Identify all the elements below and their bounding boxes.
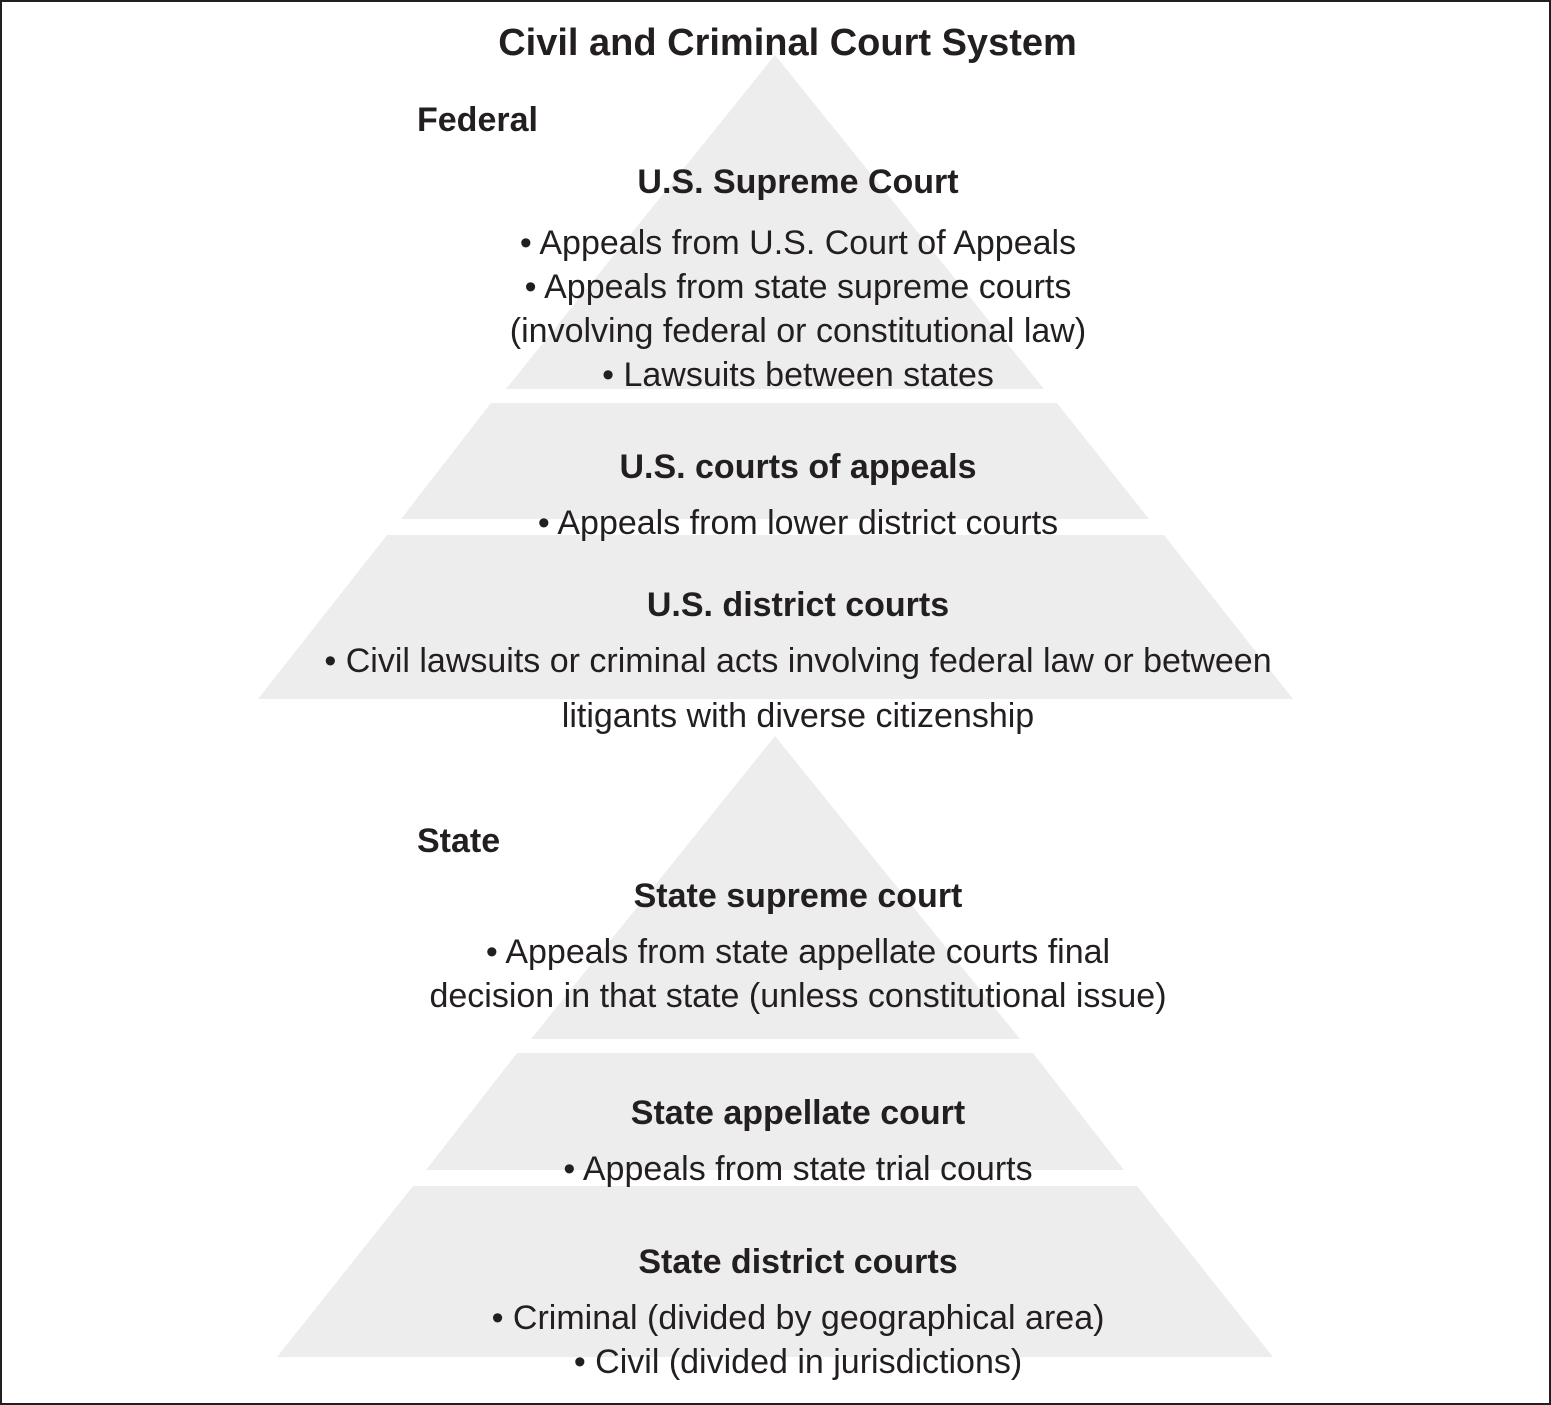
federal-tier-1-shape xyxy=(506,55,1044,389)
state-tier-1-shape xyxy=(531,736,1020,1039)
state-tier-3-shape xyxy=(277,1186,1273,1357)
state-tier-3-line-1: • Criminal (divided by geographical area… xyxy=(491,1299,1105,1337)
state-tier-3-name: State district courts xyxy=(638,1243,958,1281)
federal-tier-1-line-2: • Appeals from state supreme courts xyxy=(524,268,1072,306)
federal-tier-2-line-1: • Appeals from lower district courts xyxy=(537,504,1059,542)
federal-tier-3-name: U.S. district courts xyxy=(646,586,950,624)
state-tier-2-shape xyxy=(426,1053,1124,1170)
federal-tier-3-line-2: litigants with diverse citizenship xyxy=(561,697,1035,735)
federal-label: Federal xyxy=(417,101,538,139)
diagram-title: Civil and Criminal Court System xyxy=(498,22,1077,64)
federal-tier-1-line-3: (involving federal or constitutional law… xyxy=(509,312,1087,350)
state-tier-3-line-2: • Civil (divided in jurisdictions) xyxy=(573,1343,1023,1381)
state-tier-1-name: State supreme court xyxy=(633,877,963,915)
state-tier-1-line-2: decision in that state (unless constitut… xyxy=(429,977,1167,1015)
federal-tier-3-line-1: • Civil lawsuits or criminal acts involv… xyxy=(324,642,1272,680)
federal-tier-2-name: U.S. courts of appeals xyxy=(619,448,977,486)
state-tier-1-line-1: • Appeals from state appellate courts fi… xyxy=(485,933,1111,971)
state-tier-2-line-1: • Appeals from state trial courts xyxy=(563,1150,1033,1188)
federal-tier-1-line-1: • Appeals from U.S. Court of Appeals xyxy=(519,224,1077,262)
state-tier-2-name: State appellate court xyxy=(630,1094,966,1132)
federal-tier-1-name: U.S. Supreme Court xyxy=(637,163,959,201)
federal-tier-2-shape xyxy=(401,403,1149,519)
state-label: State xyxy=(417,822,501,860)
federal-tier-1-line-4: • Lawsuits between states xyxy=(602,356,994,394)
federal-tier-3-shape xyxy=(258,535,1293,699)
